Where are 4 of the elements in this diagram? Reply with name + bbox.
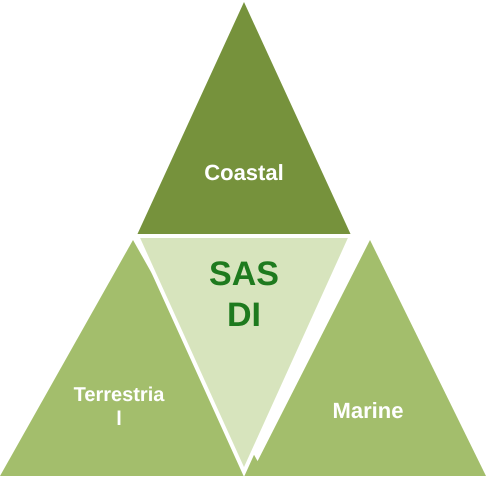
triangle-label: Marine — [332, 398, 404, 424]
triangle-label: SASDI — [208, 254, 280, 336]
triangle-label: Coastal — [203, 160, 285, 186]
triangle-label: Terrestrial — [72, 383, 166, 431]
